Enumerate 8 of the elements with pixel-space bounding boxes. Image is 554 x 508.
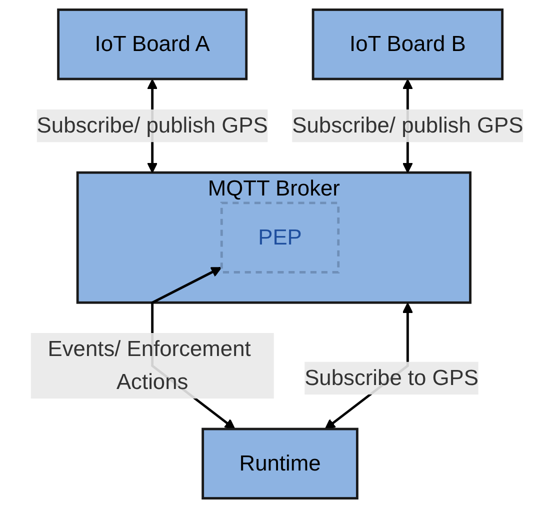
edge-label: Subscribe to GPS [304, 365, 478, 390]
node-box: Runtime [202, 428, 358, 500]
edge-label: Subscribe/ publish GPS [36, 113, 268, 138]
edge-label: Events/ Enforcement Actions [48, 336, 251, 394]
node-box: PEP [220, 202, 340, 274]
node-box: IoT Board A [57, 8, 248, 80]
node-box: IoT Board B [312, 8, 504, 80]
edge-label: Subscribe/ publish GPS [292, 113, 524, 138]
